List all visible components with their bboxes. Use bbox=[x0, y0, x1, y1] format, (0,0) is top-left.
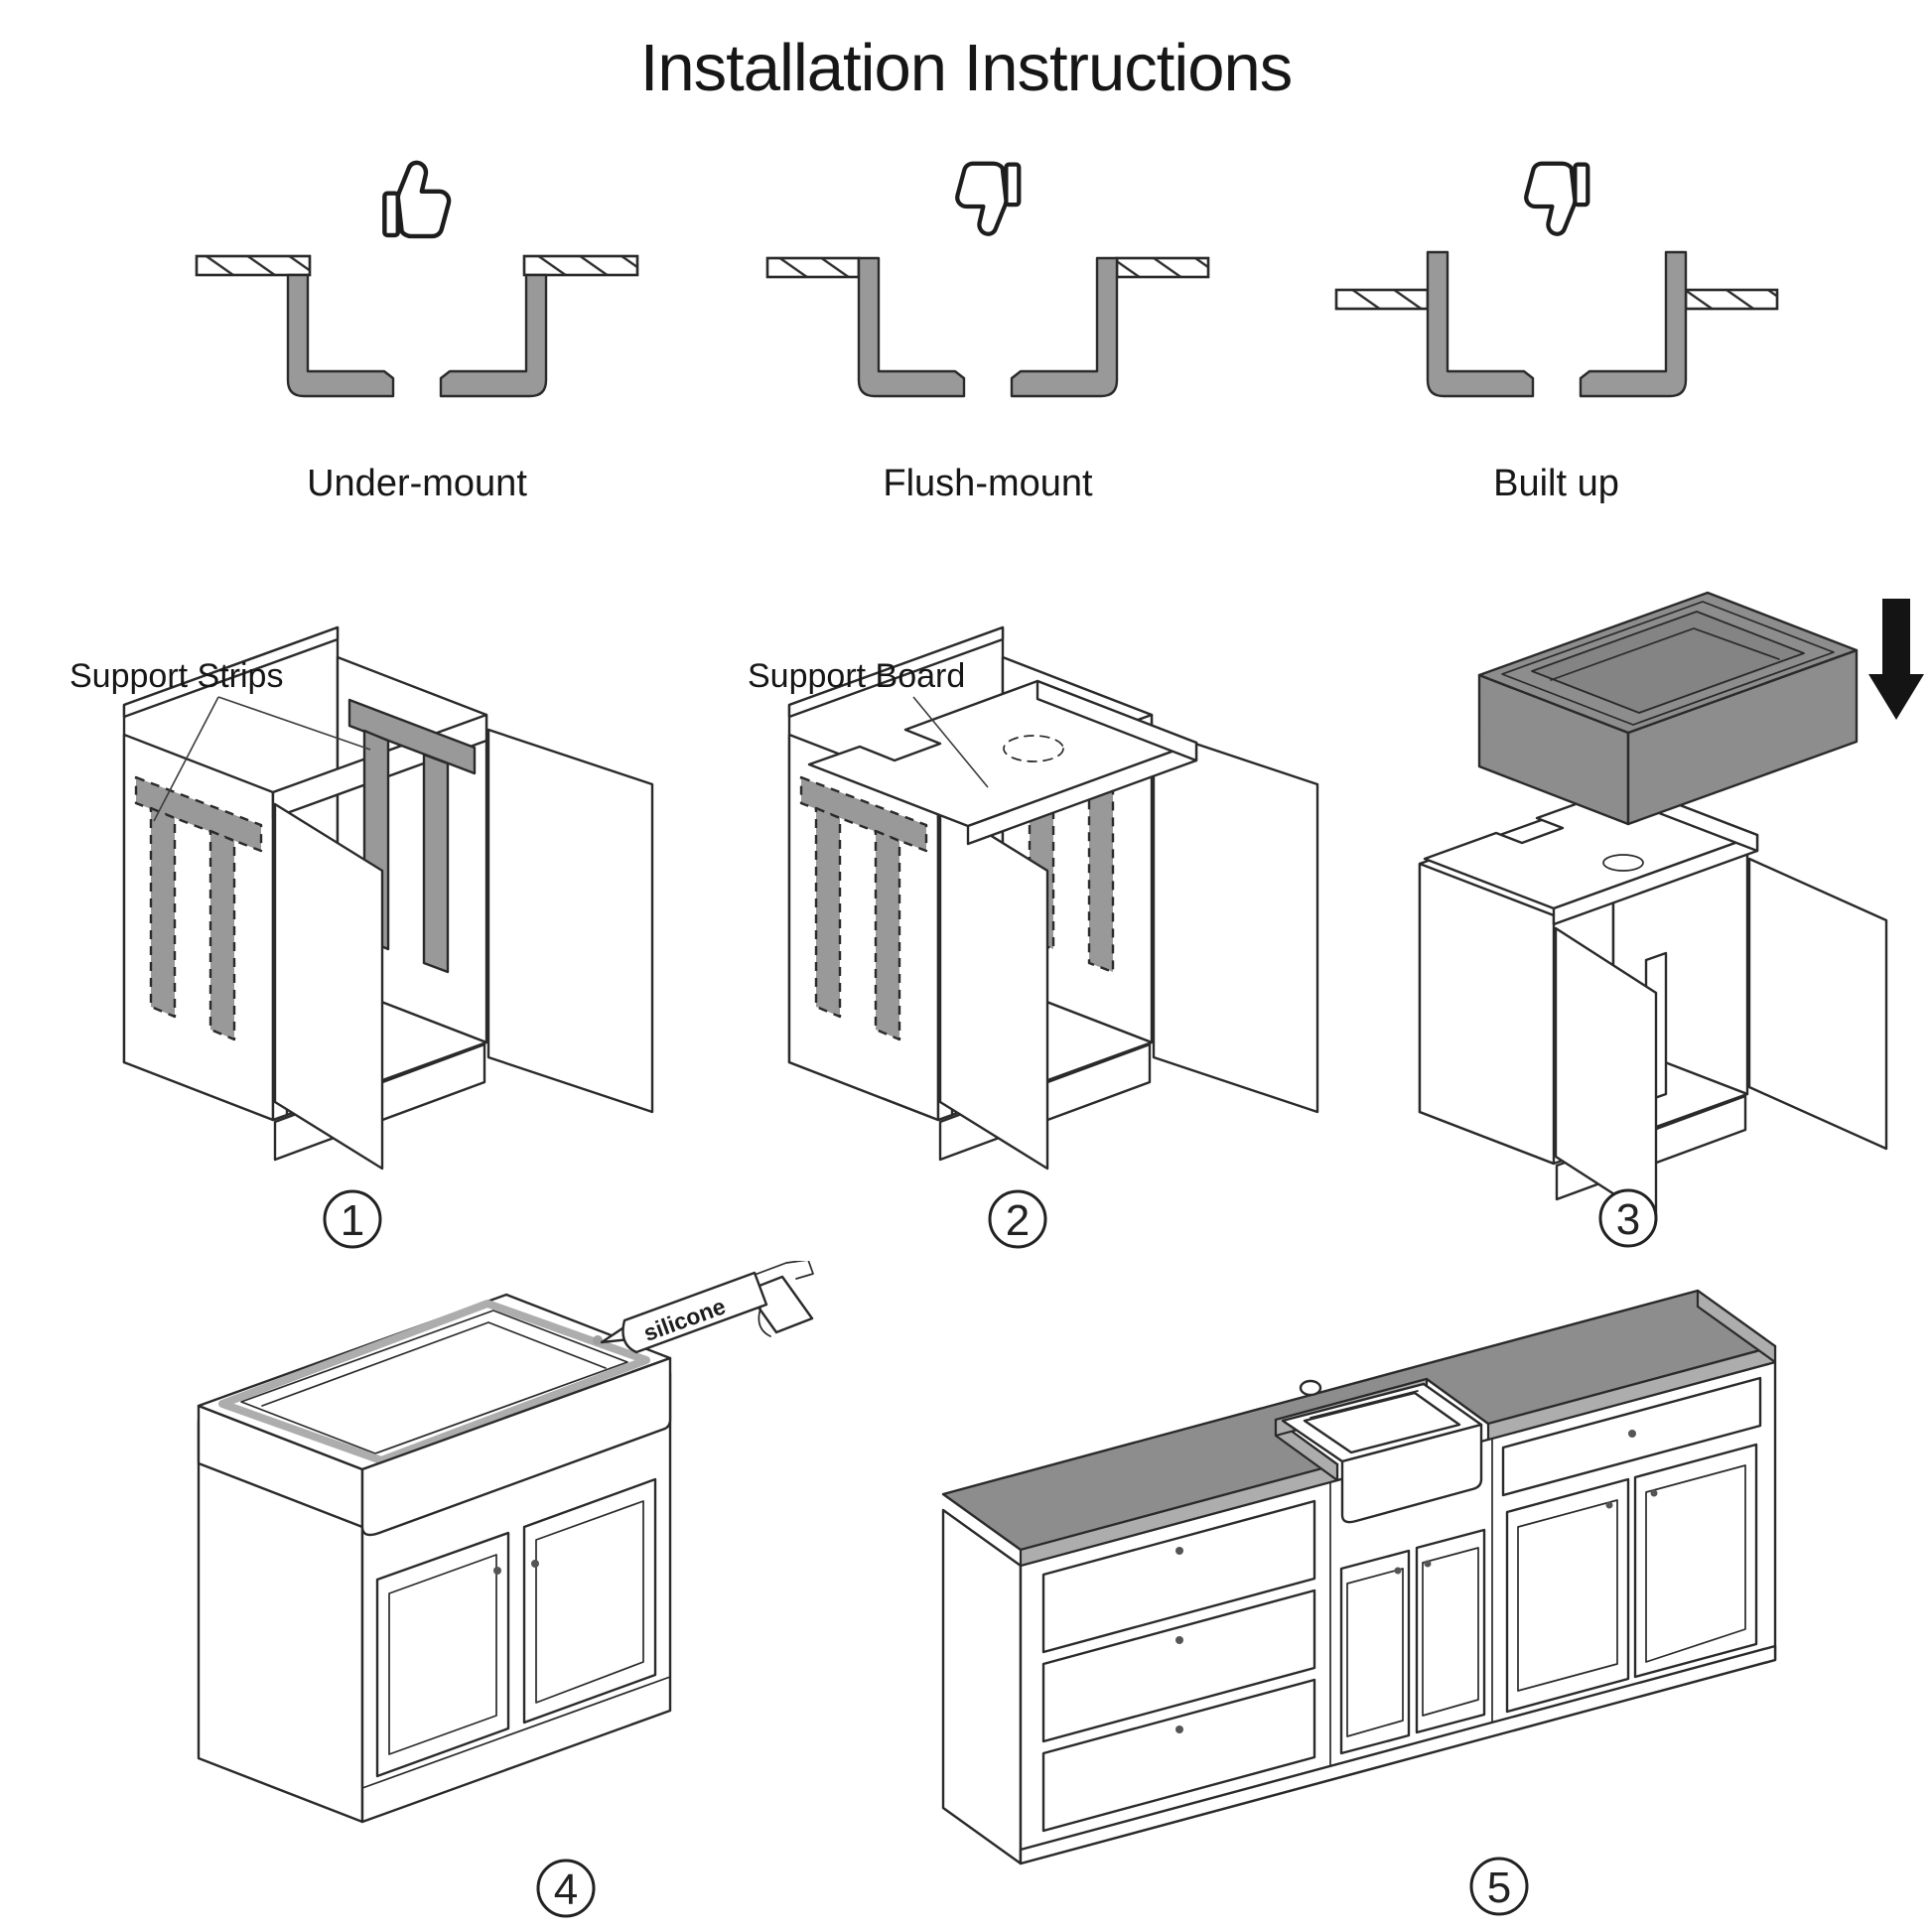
countertop-section bbox=[195, 254, 639, 277]
leader-line bbox=[912, 696, 989, 788]
built-up-cross-section bbox=[1334, 250, 1778, 398]
thumbs-up-icon bbox=[369, 147, 465, 246]
leader-line bbox=[217, 696, 371, 751]
figure-step-3: 3 bbox=[1330, 571, 1926, 1261]
mount-type-label: Built up bbox=[1493, 463, 1619, 504]
page-title: Installation Instructions bbox=[639, 31, 1294, 105]
caulk-tube bbox=[621, 1271, 768, 1354]
svg-text:1: 1 bbox=[341, 1196, 364, 1245]
faucet-hole bbox=[1299, 1379, 1322, 1397]
mount-type-flush-mount: Flush-mount bbox=[720, 147, 1256, 505]
sink-profile bbox=[857, 256, 1119, 398]
figure-step-4: silicone 4 bbox=[139, 1259, 834, 1931]
figure-step-2: Support Board 2 bbox=[690, 596, 1335, 1256]
cabinet-door-right bbox=[522, 1477, 657, 1725]
support-board-label: Support Board bbox=[748, 657, 965, 695]
support-strips-label: Support Strips bbox=[69, 657, 283, 695]
caulk-handle bbox=[745, 1275, 814, 1334]
down-arrow-icon bbox=[1868, 599, 1924, 720]
cabinet-door-right bbox=[486, 728, 654, 1114]
svg-text:4: 4 bbox=[554, 1865, 578, 1914]
cabinet-door-left bbox=[273, 802, 384, 1171]
drawer-stack bbox=[1041, 1499, 1316, 1833]
svg-text:3: 3 bbox=[1616, 1195, 1640, 1244]
farmhouse-sink bbox=[1281, 1382, 1483, 1524]
door-knob bbox=[531, 1560, 539, 1568]
figure-step-5: 5 bbox=[894, 1261, 1906, 1931]
svg-text:5: 5 bbox=[1487, 1863, 1511, 1912]
under-mount-cross-section bbox=[195, 254, 639, 398]
support-board bbox=[807, 679, 1198, 846]
sink-profile bbox=[1426, 250, 1687, 398]
figure-step-1: Support Strips 1 bbox=[25, 596, 670, 1256]
sink-cabinet-doors bbox=[1339, 1528, 1486, 1755]
flush-mount-cross-section bbox=[765, 256, 1210, 398]
thumbs-down-icon bbox=[1511, 147, 1602, 246]
cabinet-door-left bbox=[938, 802, 1049, 1171]
farmhouse-sink bbox=[1477, 591, 1859, 826]
step-number-badge: 2 bbox=[988, 1189, 1047, 1249]
cabinet-door-right bbox=[1152, 728, 1319, 1114]
door-knob bbox=[493, 1567, 501, 1575]
support-board-installed bbox=[1423, 783, 1759, 926]
leader-line bbox=[153, 696, 219, 822]
mount-type-label: Under-mount bbox=[307, 463, 527, 504]
svg-text:2: 2 bbox=[1006, 1196, 1030, 1245]
step-number-badge: 5 bbox=[1469, 1857, 1529, 1916]
farmhouse-sink bbox=[197, 1293, 672, 1537]
sink-base-cabinet bbox=[787, 625, 1319, 1171]
sink-base-cabinet bbox=[1418, 783, 1888, 1223]
sink-apron bbox=[360, 1356, 672, 1537]
sink-apron bbox=[1340, 1423, 1483, 1524]
silicone-bead bbox=[218, 1300, 650, 1464]
countertop-section bbox=[1334, 288, 1778, 311]
step-number-badge: 4 bbox=[536, 1859, 596, 1918]
step-number-badge: 1 bbox=[323, 1189, 382, 1249]
right-cabinet bbox=[1501, 1376, 1762, 1714]
thumbs-down-icon bbox=[942, 147, 1034, 246]
cabinet-door-left bbox=[375, 1531, 510, 1778]
mount-type-label: Flush-mount bbox=[883, 463, 1093, 504]
drain-hole bbox=[1003, 735, 1064, 762]
sink-base-cabinet bbox=[122, 625, 654, 1171]
countertop-section bbox=[765, 256, 1210, 279]
mount-type-built-up: Built up bbox=[1296, 147, 1817, 505]
caulk-gun: silicone bbox=[593, 1259, 814, 1354]
drain-hole bbox=[1602, 854, 1644, 872]
mount-type-under-mount: Under-mount bbox=[149, 147, 685, 505]
sink-profile bbox=[286, 273, 548, 398]
toe-kick bbox=[1019, 1644, 1777, 1865]
step-number-badge: 3 bbox=[1598, 1188, 1658, 1248]
cabinet-door-right bbox=[1747, 857, 1888, 1151]
